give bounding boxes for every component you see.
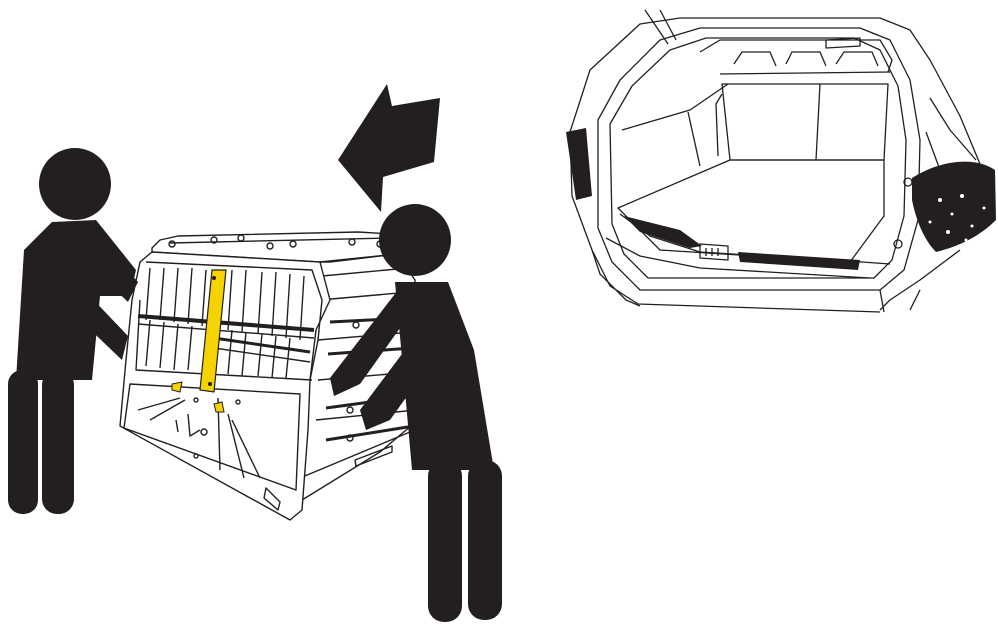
arrow-icon [338,84,440,212]
person-left [8,148,138,514]
person-right [330,204,502,622]
dog-crate [120,232,418,520]
car-trunk-details [566,128,996,270]
car-trunk [570,10,990,312]
